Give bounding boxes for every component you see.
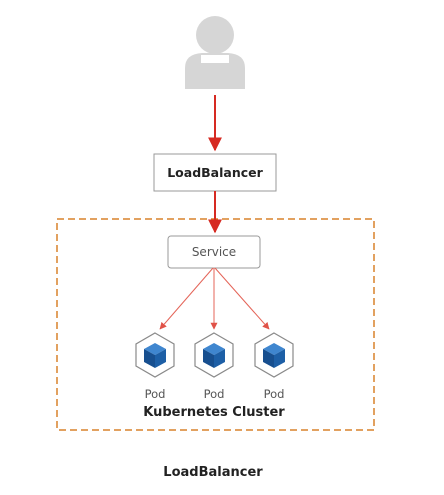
pod-label: Pod	[204, 387, 225, 401]
service-to-pod-arrow-3	[214, 267, 270, 330]
service-to-pod-arrow-1	[159, 267, 214, 330]
pod-icon	[254, 332, 294, 378]
pod-icon	[194, 332, 234, 378]
kubernetes-cluster-label: Kubernetes Cluster	[143, 405, 285, 420]
service-label: Service	[192, 245, 236, 259]
pod-icon	[135, 332, 175, 378]
service-node: Service	[167, 235, 261, 269]
pod-label: Pod	[145, 387, 166, 401]
pod-label: Pod	[264, 387, 285, 401]
diagram-caption: LoadBalancer	[163, 465, 263, 480]
pod-node: Pod	[135, 332, 175, 401]
loadbalancer-node: LoadBalancer	[153, 153, 277, 192]
pod-node: Pod	[254, 332, 294, 401]
loadbalancer-label: LoadBalancer	[167, 165, 263, 180]
user-icon	[185, 16, 245, 89]
pod-node: Pod	[194, 332, 234, 401]
